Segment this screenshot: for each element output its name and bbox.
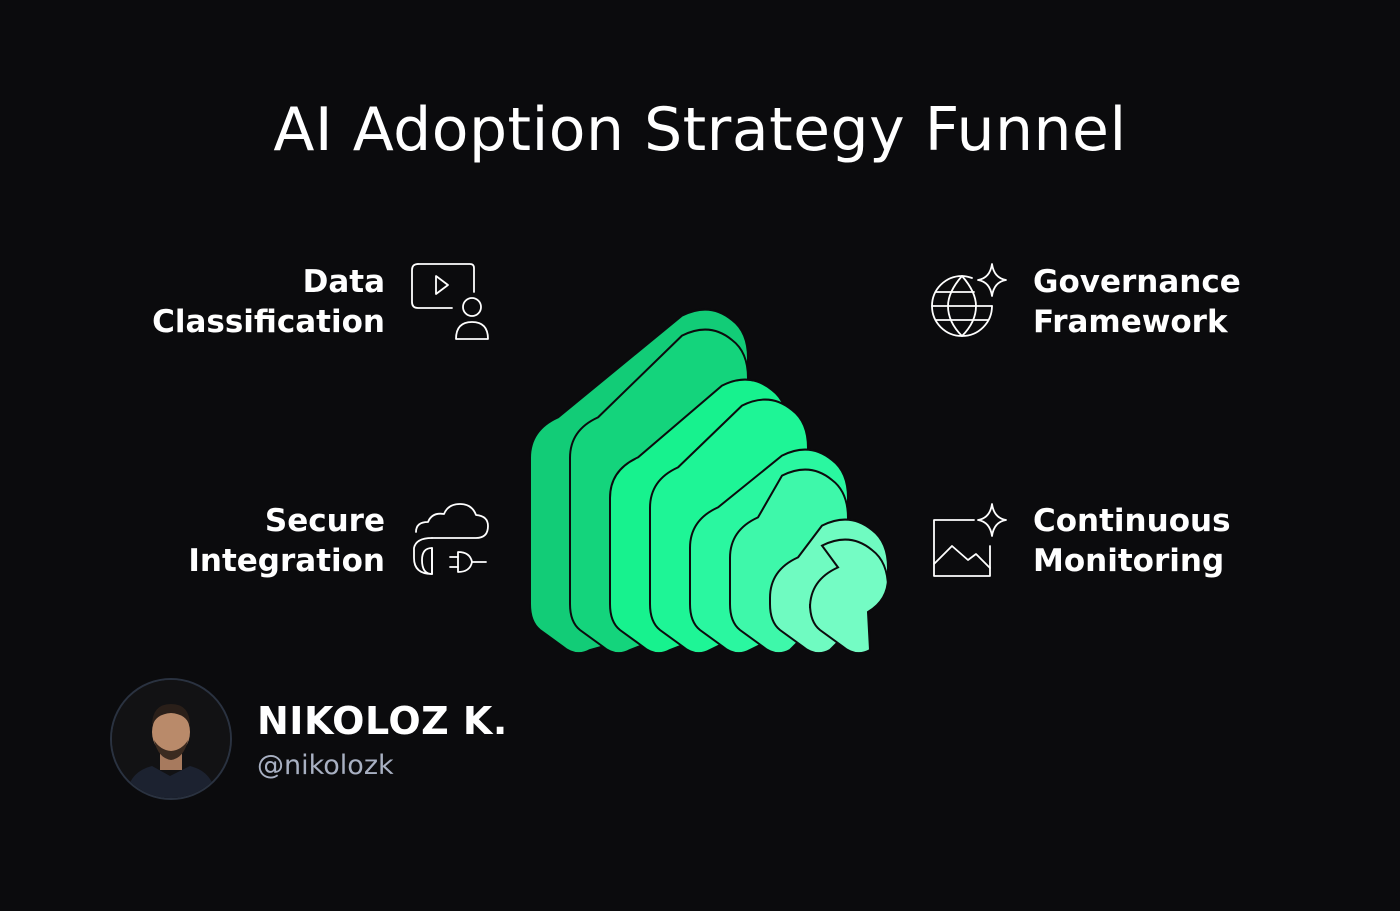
label-line: Continuous [1033,503,1231,539]
label-line: Framework [1033,304,1228,340]
globe-sparkle-icon [930,262,1010,342]
author-name: NIKOLOZ K. [257,699,508,743]
cloud-plug-icon [410,502,492,582]
continuous-monitoring-label: Continuous Monitoring [1033,501,1231,581]
funnel-layer-8 [809,538,889,655]
governance-framework-label: Governance Framework [1033,262,1241,342]
video-user-icon [410,262,492,342]
data-classification-label: Data Classification [152,262,385,342]
label-line: Classification [152,304,385,340]
avatar [110,678,232,800]
label-line: Data [302,264,385,300]
page-title: AI Adoption Strategy Funnel [273,95,1127,165]
author-handle: @nikolozk [257,750,394,781]
label-line: Integration [188,543,385,579]
funnel-graphic [510,290,910,674]
label-line: Monitoring [1033,543,1225,579]
label-line: Secure [264,503,385,539]
secure-integration-label: Secure Integration [188,501,385,581]
chart-sparkle-icon [930,502,1010,582]
label-line: Governance [1033,264,1241,300]
